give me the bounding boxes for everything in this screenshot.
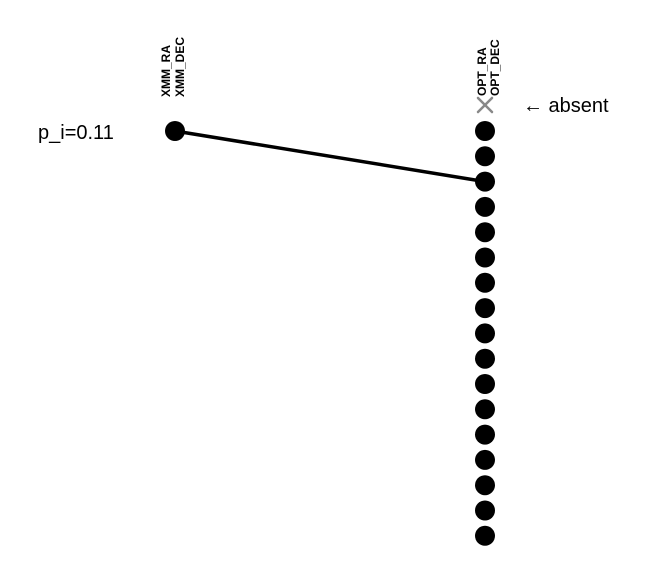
optical-point (475, 171, 495, 192)
absent-label: ← absent (523, 95, 609, 117)
optical-point (475, 449, 495, 470)
xmm-ra-label: XMM_RA (159, 45, 173, 97)
xmm-column-header: XMM_RA XMM_DEC (159, 37, 187, 97)
optical-point (475, 374, 495, 394)
optical-point (475, 348, 495, 369)
optical-point (475, 475, 495, 496)
optical-point (475, 146, 495, 167)
xmm-source-point (165, 121, 185, 141)
optical-point (475, 298, 495, 319)
opt-dec-label: OPT_DEC (488, 39, 502, 96)
optical-point (475, 500, 495, 521)
match-probability-label: p_i=0.11 (38, 122, 114, 144)
optical-point (475, 222, 495, 243)
optical-point (475, 196, 495, 217)
match-link-line (174, 129, 486, 184)
x-icon (476, 96, 494, 114)
optical-point (475, 399, 495, 420)
opt-column-header: OPT_RA OPT_DEC (475, 39, 502, 96)
optical-point (475, 121, 495, 141)
optical-point (475, 424, 495, 445)
optical-point (475, 272, 495, 293)
optical-point (475, 247, 495, 268)
optical-point (475, 525, 495, 546)
optical-point (475, 323, 495, 344)
optical-points-column (475, 121, 495, 546)
opt-ra-label: OPT_RA (475, 47, 489, 96)
xmm-dec-label: XMM_DEC (173, 37, 187, 97)
